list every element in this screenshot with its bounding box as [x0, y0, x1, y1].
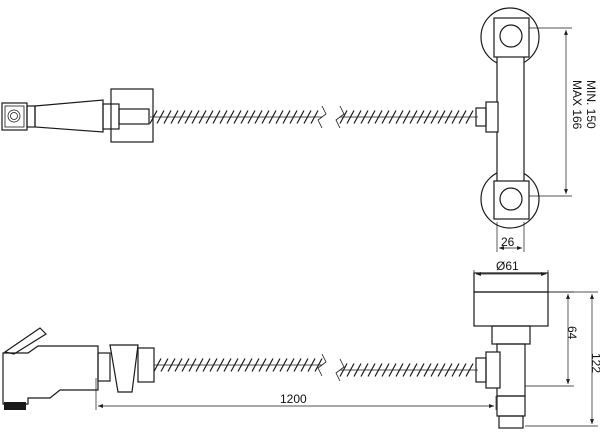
- dimension-diameter: Ø61: [473, 259, 549, 278]
- hose-side-left: [153, 353, 327, 377]
- min-label: MIN. 150: [584, 80, 598, 129]
- wall-bracket-front: [475, 7, 540, 229]
- height-label: 122: [589, 353, 600, 373]
- side-view: Ø61 64 122 1200: [2, 259, 600, 429]
- depth-label: 64: [565, 326, 579, 340]
- max-label: MAX 166: [570, 80, 584, 130]
- connector-top: [102, 88, 154, 143]
- hose-side-right: [335, 358, 478, 382]
- dimension-bracket-height: MIN. 150 MAX 166: [529, 27, 598, 197]
- dimension-height: 122: [525, 291, 600, 427]
- width-label: 26: [501, 235, 515, 249]
- spray-head-side: [2, 327, 99, 410]
- dimension-bracket-width: 26: [496, 222, 525, 252]
- hose-top-left: [149, 105, 327, 129]
- connector-side: [97, 344, 155, 393]
- wall-mount-side: [473, 272, 549, 429]
- dimension-depth: 64: [525, 291, 579, 387]
- handle-taper: [34, 99, 104, 133]
- hose-top-right: [335, 105, 478, 129]
- diameter-label: Ø61: [496, 259, 519, 273]
- hose-length-label: 1200: [280, 392, 307, 406]
- spray-head-front: [1, 102, 36, 131]
- dimension-hose-length: 1200: [95, 378, 497, 410]
- top-view: MIN. 150 MAX 166 26: [1, 7, 598, 252]
